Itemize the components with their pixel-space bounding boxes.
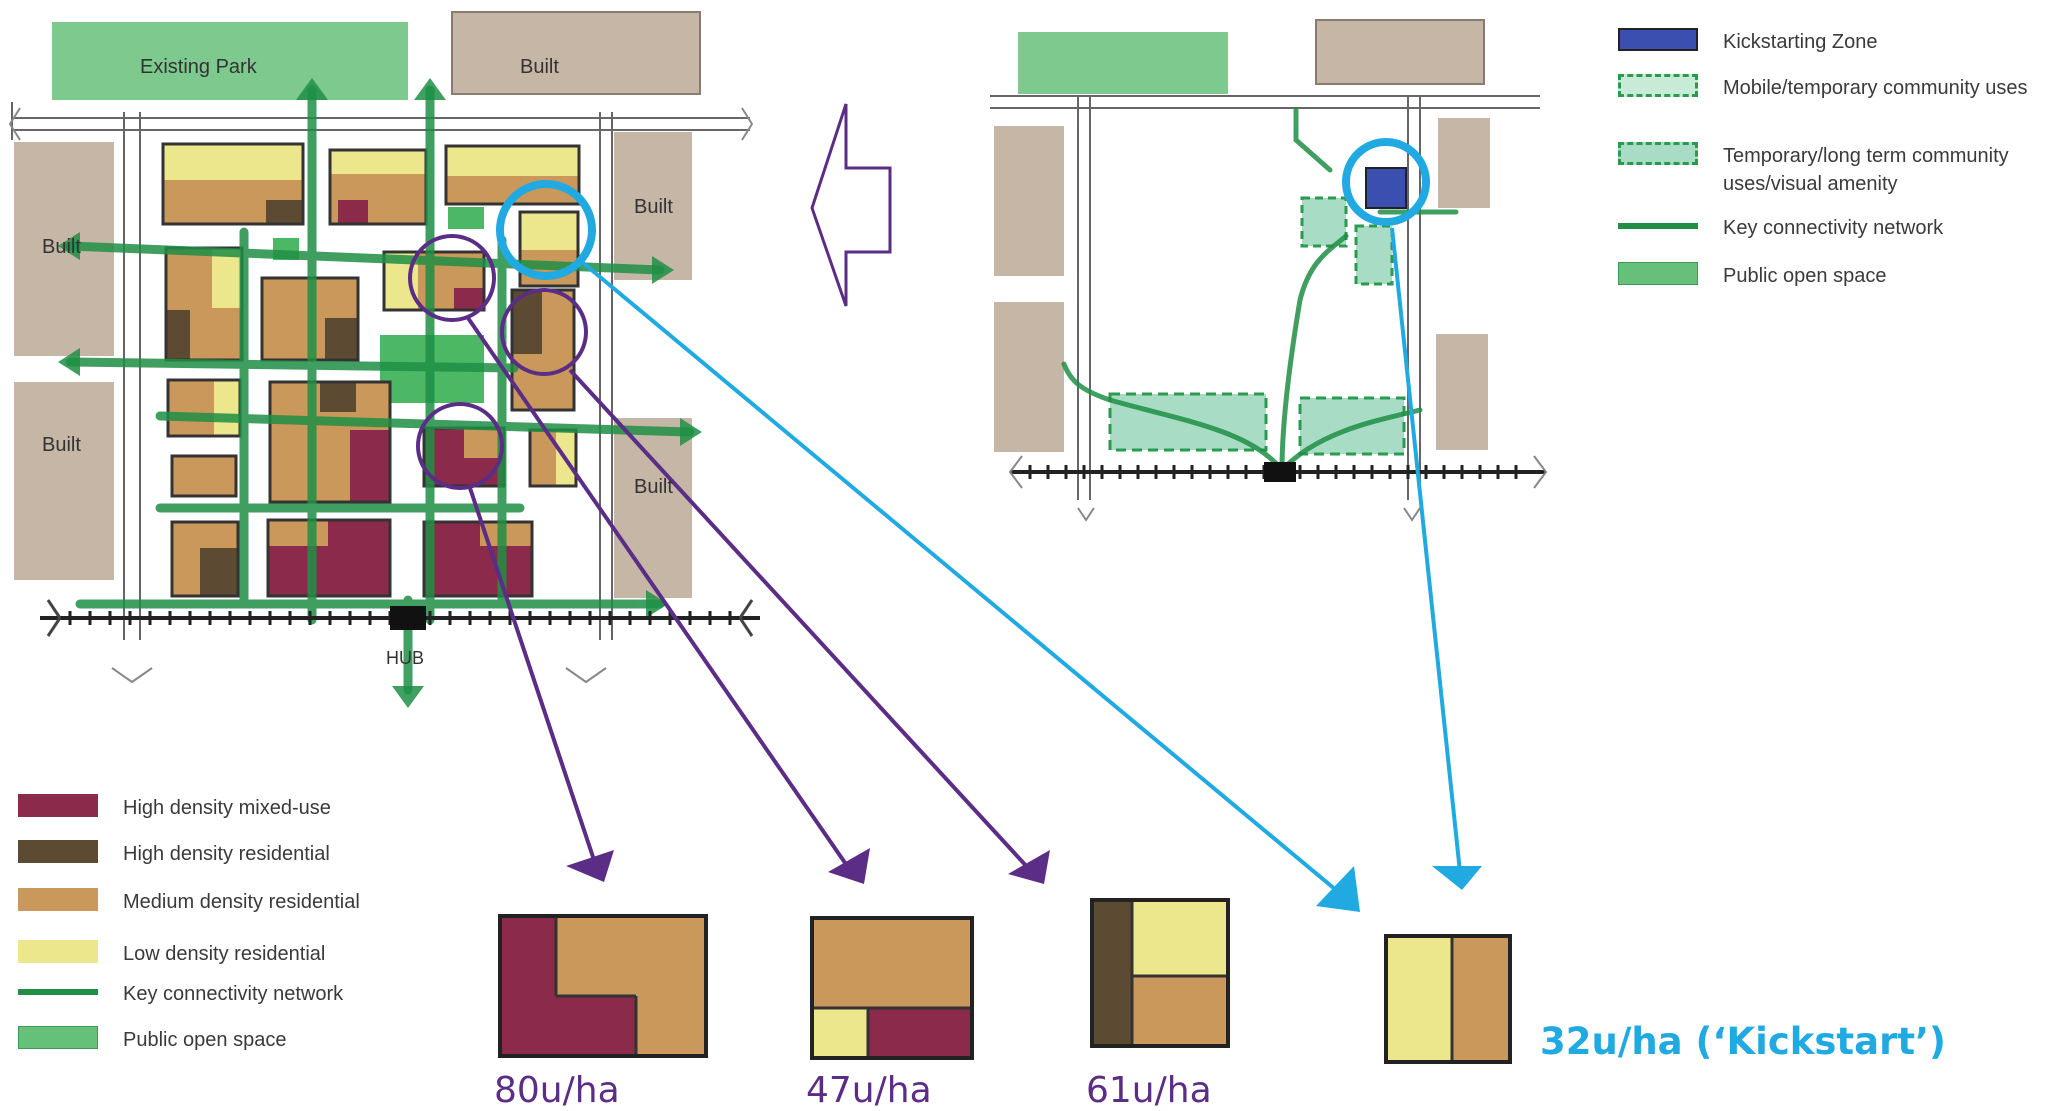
legend-top-item: Kickstarting Zone [1618,28,2058,56]
mobile-zone-right [1354,224,1394,286]
legend-top-item: Temporary/long term community uses/visua… [1618,142,2058,198]
built-block-right-upper [614,132,692,280]
legend-label: High density residential [123,843,330,865]
legend-bottom-item: Key connectivity network [18,980,343,1008]
label-built-right-upper: Built [634,196,673,218]
right-existing-park [1018,32,1228,94]
circle-kickstart-left [496,180,596,280]
block-r3-e [170,454,238,498]
label-existing-park: Existing Park [140,56,257,78]
circle-block-61 [500,288,588,376]
built-block-left-lower [14,382,114,580]
detail-block-80 [498,914,708,1058]
legend-label: Public open space [123,1029,287,1051]
blue-arrowheads [1316,866,1482,912]
legend-label: Kickstarting Zone [1723,31,1878,53]
legend-swatch-mobile-temp [1618,74,1698,97]
right-built-top [1315,19,1485,85]
legend-label: Low density residential [123,943,326,965]
right-kickstart-plan [990,19,1548,522]
road-arrows [8,107,754,684]
open-space-small-2 [448,207,484,229]
legend-label: Mobile/temporary community uses [1723,77,2028,99]
legend-label: Key connectivity network [1723,217,1944,239]
density-label-61: 61u/ha [1086,1070,1212,1111]
legend-top-item: Public open space [1618,262,2058,290]
purple-arrowheads [566,848,1050,884]
left-masterplan [8,11,760,708]
legend-swatch-low-density [18,940,98,963]
detail-block-61 [1090,898,1230,1048]
blue-callout-lines [580,227,1462,902]
right-built-left-lower [994,302,1064,452]
legend-top-item: Mobile/temporary community uses [1618,74,2058,102]
legend-swatch-temp-longterm [1618,142,1698,165]
mobile-zone-left [1300,196,1348,248]
legend-swatch-connectivity [18,989,98,995]
circle-kickstart-right [1342,138,1430,226]
label-built-top: Built [520,56,559,78]
legend-label: High density mixed-use [123,797,331,819]
density-label-47: 47u/ha [806,1070,932,1111]
connectivity-network [65,85,695,695]
circle-block-80 [416,402,504,490]
purple-callout-lines [466,316,1032,872]
detail-block-kickstart [1384,934,1512,1064]
label-hub: HUB [386,648,425,668]
legend-label: Key connectivity network [123,983,344,1005]
density-label-kickstart: 32u/ha (‘Kickstart’) [1540,1020,1946,1063]
built-block-top [451,11,701,95]
circle-block-47 [408,234,496,322]
main-road [40,599,760,637]
built-block-right-lower [614,418,692,598]
density-label-80: 80u/ha [494,1070,620,1111]
legend-swatch-kickstart [1618,28,1698,51]
legend-bottom-item: Public open space [18,1026,286,1054]
kickstart-zone [1365,167,1407,209]
legend-bottom-item: High density mixed-use [18,794,331,822]
legend-bottom-item: High density residential [18,840,330,868]
legend-label: Medium density residential [123,891,360,913]
legend-swatch-high-density-res [18,840,98,863]
legend-label: Temporary/long term community uses/visua… [1723,145,2009,195]
right-hub-marker [1264,462,1296,482]
legend-swatch-open-space [18,1026,98,1049]
purple-circles [408,234,588,490]
detail-block-47 [810,916,974,1060]
progression-arrow [810,103,892,307]
legend-swatch-high-density-mixed [18,794,98,817]
legend-bottom-item: Medium density residential [18,888,360,916]
legend-swatch-medium-density [18,888,98,911]
legend-top-item: Key connectivity network [1618,214,2058,242]
legend-label: Public open space [1723,265,1887,287]
legend-swatch-connectivity [1618,223,1698,229]
right-built-right-upper [1438,118,1490,208]
connectivity-arrowheads [58,78,702,708]
right-built-right-lower [1436,334,1488,450]
label-built-left-lower: Built [42,434,81,456]
legend-swatch-open-space [1618,262,1698,285]
label-built-left-upper: Built [42,236,81,258]
legend-bottom-item: Low density residential [18,940,325,968]
label-built-right-lower: Built [634,476,673,498]
existing-park [52,22,408,100]
hub-marker [390,606,426,630]
right-built-left-upper [994,126,1064,276]
